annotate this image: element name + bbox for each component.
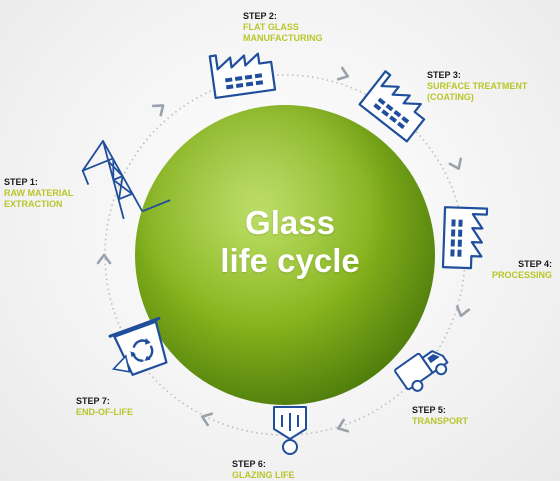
step-1-label: STEP 1: RAW MATERIAL EXTRACTION bbox=[4, 177, 73, 210]
step-5-label: STEP 5: TRANSPORT bbox=[412, 405, 468, 427]
window-icon bbox=[273, 406, 307, 455]
step-4-label: STEP 4: PROCESSING bbox=[492, 259, 552, 281]
step-6-label: STEP 6: GLAZING LIFE bbox=[232, 459, 295, 481]
arrow-step5-to-6-icon bbox=[336, 418, 350, 433]
step-number: STEP 1: bbox=[4, 177, 38, 187]
step-title: EXTRACTION bbox=[4, 199, 63, 209]
step-number: STEP 7: bbox=[76, 396, 110, 406]
globe-shine bbox=[135, 105, 435, 405]
step-7-label: STEP 7: END-OF-LIFE bbox=[76, 396, 133, 418]
step-number: STEP 6: bbox=[232, 459, 266, 469]
drilling-rig-icon bbox=[81, 140, 171, 220]
arrow-step1-to-2-icon bbox=[151, 104, 165, 117]
diagram-title-line2: life cycle bbox=[220, 242, 360, 279]
step-title: PROCESSING bbox=[491, 270, 552, 280]
step-number: STEP 2: bbox=[243, 11, 277, 21]
factory-icon bbox=[208, 52, 277, 100]
step-title: TRANSPORT bbox=[412, 416, 468, 426]
truck-icon bbox=[394, 350, 449, 392]
arrow-step3-to-4-icon bbox=[448, 157, 463, 170]
factory-icon bbox=[358, 70, 426, 143]
step-title: GLAZING LIFE bbox=[232, 470, 295, 480]
factory-icon bbox=[441, 206, 489, 270]
step-title: FLAT GLASS bbox=[243, 22, 299, 32]
step-3-label: STEP 3: SURFACE TREATMENT (COATING) bbox=[427, 70, 527, 103]
diagram-title-line1: Glass bbox=[245, 204, 335, 241]
arrow-step7-to-1-icon bbox=[96, 253, 112, 265]
arrow-step6-to-7-icon bbox=[200, 412, 214, 427]
step-title: END-OF-LIFE bbox=[76, 407, 133, 417]
arrow-step2-to-3-icon bbox=[336, 66, 350, 81]
step-number: STEP 5: bbox=[412, 405, 446, 415]
arrow-step4-to-5-icon bbox=[455, 305, 471, 318]
step-2-label: STEP 2: FLAT GLASS MANUFACTURING bbox=[243, 11, 323, 44]
step-title: SURFACE TREATMENT bbox=[427, 81, 528, 91]
recycle-bin-icon bbox=[108, 316, 168, 376]
step-title: (COATING) bbox=[427, 92, 474, 102]
step-number: STEP 4: bbox=[518, 259, 552, 269]
step-number: STEP 3: bbox=[427, 70, 461, 80]
step-title: RAW MATERIAL bbox=[4, 188, 74, 198]
step-title: MANUFACTURING bbox=[243, 33, 323, 43]
